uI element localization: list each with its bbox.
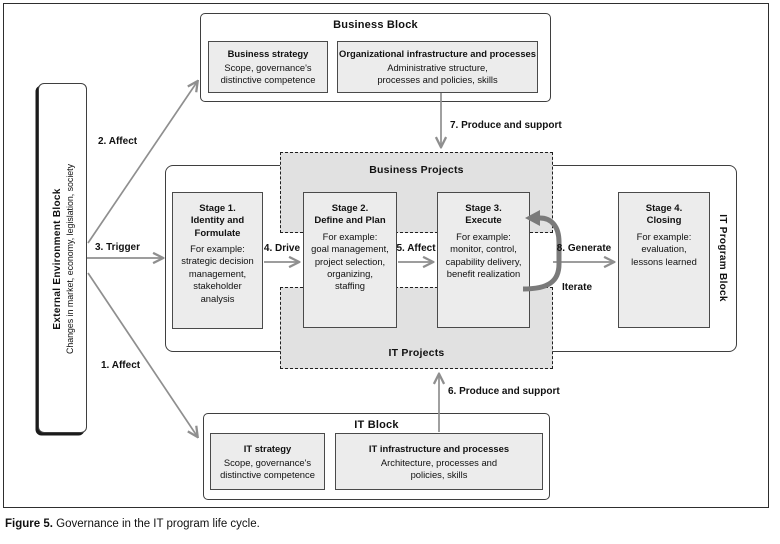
external-environment-text: External Environment Block Changes in ma…: [39, 84, 88, 434]
it-block-title: IT Block: [354, 419, 399, 431]
stage-1-title: Stage 1. Identity and Formulate: [190, 203, 245, 239]
label-5-affect: 5. Affect: [396, 243, 436, 254]
label-iterate: Iterate: [562, 282, 593, 293]
business-strategy-box: Business strategy Scope, governance's di…: [208, 41, 328, 93]
it-strategy-box: IT strategy Scope, governance's distinct…: [210, 433, 325, 490]
stage-3-title: Stage 3. Execute: [465, 203, 502, 227]
figure-caption-number: Figure 5.: [5, 518, 53, 530]
external-environment-block: External Environment Block Changes in ma…: [38, 83, 87, 433]
it-program-block-label: IT Program Block: [717, 214, 729, 302]
stage-4-box: Stage 4. Closing For example: evaluation…: [618, 192, 710, 328]
organizational-infrastructure-box: Organizational infrastructure and proces…: [337, 41, 538, 93]
label-1-affect: 1. Affect: [101, 360, 141, 371]
business-projects-label: Business Projects: [369, 164, 464, 176]
external-environment-subtitle: Changes in market, economy, legislation,…: [65, 163, 75, 355]
it-infrastructure-body: Architecture, processes and policies, sk…: [380, 457, 498, 481]
label-8-generate: 8. Generate: [556, 243, 612, 254]
figure-caption-text: Governance in the IT program life cycle.: [52, 518, 260, 530]
stage-1-box: Stage 1. Identity and Formulate For exam…: [172, 192, 263, 329]
figure-caption: Figure 5. Governance in the IT program l…: [5, 518, 260, 530]
stage-4-title: Stage 4. Closing: [645, 203, 683, 227]
stage-3-box: Stage 3. Execute For example: monitor, c…: [437, 192, 530, 328]
stage-2-box: Stage 2. Define and Plan For example: go…: [303, 192, 397, 328]
business-strategy-body: Scope, governance's distinctive competen…: [220, 62, 316, 86]
stage-1-body: For example: strategic decision manageme…: [181, 243, 254, 304]
label-2-affect: 2. Affect: [98, 136, 138, 147]
it-program-block-label-wrap: IT Program Block: [712, 176, 734, 340]
stage-3-body: For example: monitor, control, capabilit…: [445, 230, 522, 279]
stage-4-body: For example: evaluation, lessons learned: [631, 230, 697, 267]
it-infrastructure-title: IT infrastructure and processes: [368, 443, 510, 454]
organizational-infrastructure-body: Administrative structure, processes and …: [377, 62, 498, 86]
it-infrastructure-box: IT infrastructure and processes Architec…: [335, 433, 543, 490]
label-4-drive: 4. Drive: [263, 243, 301, 254]
stage-2-title: Stage 2. Define and Plan: [314, 203, 386, 227]
it-strategy-title: IT strategy: [243, 443, 292, 454]
external-environment-title: External Environment Block: [52, 188, 63, 330]
label-3-trigger: 3. Trigger: [95, 242, 141, 253]
label-7-produce: 7. Produce and support: [450, 120, 562, 131]
stage-2-body: For example: goal management, project se…: [311, 230, 389, 292]
organizational-infrastructure-title: Organizational infrastructure and proces…: [339, 48, 536, 59]
it-projects-label: IT Projects: [388, 347, 445, 359]
label-6-produce: 6. Produce and support: [448, 386, 560, 397]
business-block-title: Business Block: [333, 19, 418, 31]
business-strategy-title: Business strategy: [227, 48, 309, 59]
it-strategy-body: Scope, governance's distinctive competen…: [220, 457, 315, 481]
